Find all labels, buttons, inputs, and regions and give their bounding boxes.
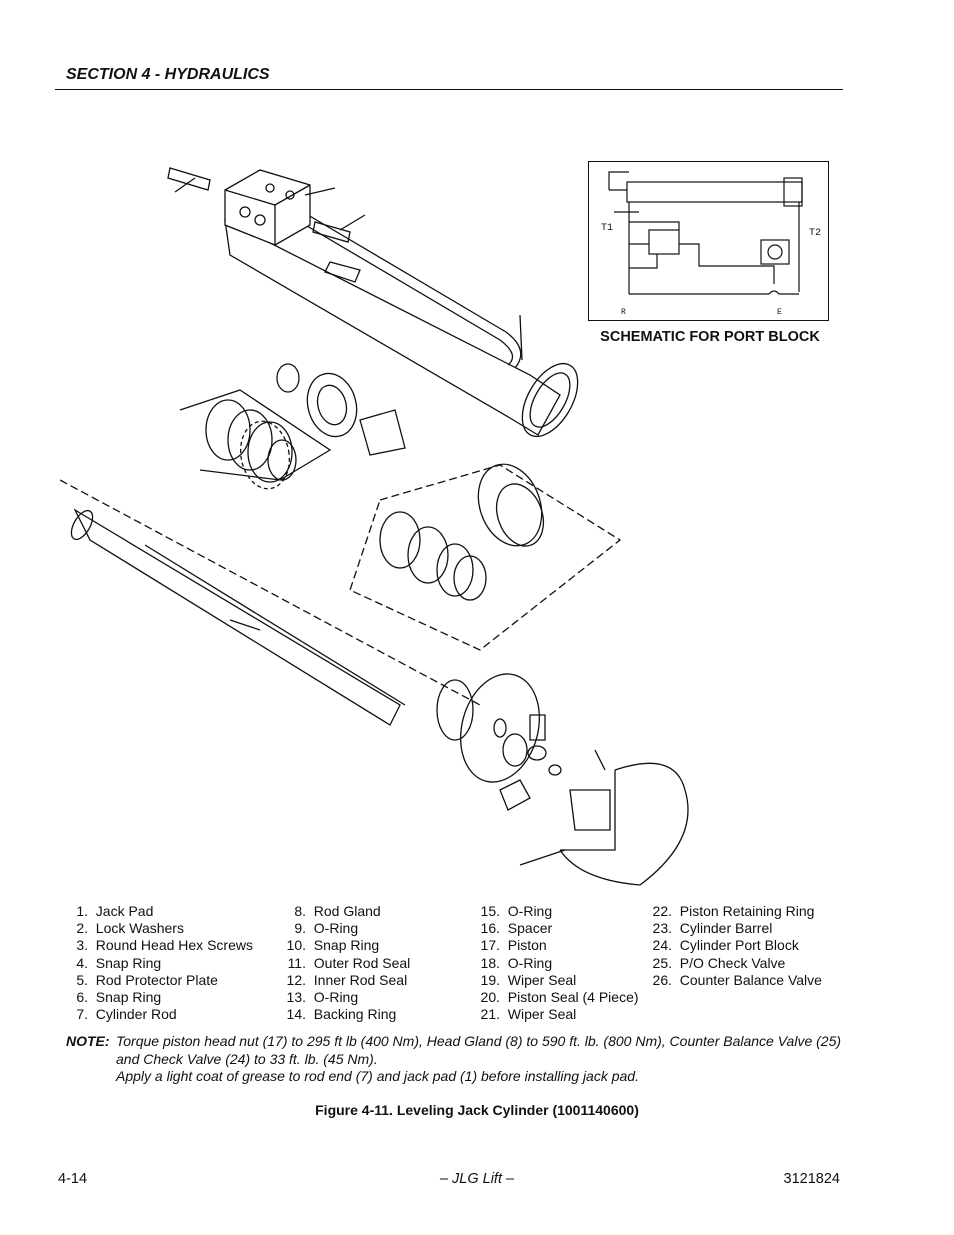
- parts-list-item: 10. Snap Ring: [286, 937, 380, 954]
- parts-list-item: 24. Cylinder Port Block: [652, 937, 799, 954]
- parts-list-item: 11. Outer Rod Seal: [287, 954, 411, 971]
- exploded-view-illustration: [60, 167, 689, 886]
- schematic-title: SCHEMATIC FOR PORT BLOCK: [600, 329, 820, 345]
- parts-list-item: 14. Backing Ring: [286, 1006, 397, 1023]
- parts-list-item: 21. Wiper Seal: [480, 1006, 577, 1023]
- parts-list-item: 20. Piston Seal (4 Piece): [480, 989, 639, 1006]
- parts-list-item: 17. Piston: [480, 937, 547, 954]
- note-line-2: Apply a light coat of grease to rod end …: [116, 1068, 639, 1084]
- schematic-label-r: R: [621, 308, 626, 317]
- cylinder-rod: [60, 479, 481, 726]
- schematic-label-t1: T1: [601, 223, 614, 234]
- note-label: NOTE:: [66, 1033, 110, 1049]
- jack-pad: [519, 749, 689, 886]
- schematic-box: T1 T2 R E: [588, 161, 829, 321]
- figure-caption: Figure 4-11. Leveling Jack Cylinder (100…: [315, 1102, 639, 1118]
- parts-list-item: 4. Snap Ring: [76, 954, 162, 971]
- port-block-schematic: [608, 171, 803, 295]
- parts-list-item: 6. Snap Ring: [76, 989, 162, 1006]
- page-number: 4-14: [58, 1171, 88, 1187]
- parts-list-item: 26. Counter Balance Valve: [652, 971, 822, 988]
- parts-list-item: 22. Piston Retaining Ring: [652, 903, 815, 919]
- section-header: SECTION 4 - HYDRAULICS: [66, 66, 270, 83]
- schematic-label-e: E: [777, 308, 782, 317]
- parts-column-1: 1. Jack Pad 2. Lock Washers 3. Round Hea…: [66, 903, 253, 1023]
- note-block: NOTE: Torque piston head nut (17) to 295…: [66, 1033, 846, 1086]
- parts-list-item: 19. Wiper Seal: [480, 971, 577, 988]
- gland-parts: [179, 363, 406, 490]
- parts-list-item: 8. Rod Gland: [294, 903, 381, 919]
- port-block: [167, 167, 366, 246]
- parts-list-item: 12. Inner Rod Seal: [286, 971, 408, 988]
- note-line-1: Torque piston head nut (17) to 295 ft lb…: [116, 1033, 842, 1067]
- parts-list-item: 1. Jack Pad: [76, 903, 154, 919]
- parts-list-item: 25. P/O Check Valve: [652, 954, 786, 971]
- document-number: 3121824: [783, 1171, 840, 1187]
- footer-brand: – JLG Lift –: [439, 1171, 515, 1187]
- piston-parts: [349, 463, 622, 651]
- parts-list-item: 23. Cylinder Barrel: [652, 920, 773, 937]
- parts-column-3: 15. O-Ring 16. Spacer 17. Piston 18. O-R…: [472, 903, 639, 1023]
- parts-list-item: 15. O-Ring: [480, 903, 553, 919]
- parts-column-4: 22. Piston Retaining Ring 23. Cylinder B…: [644, 903, 822, 989]
- parts-list-item: 9. O-Ring: [294, 920, 359, 937]
- parts-list-item: 5. Rod Protector Plate: [76, 971, 218, 988]
- parts-list-item: 3. Round Head Hex Screws: [76, 937, 253, 954]
- rod-protector-parts: [436, 673, 562, 811]
- parts-column-2: 8. Rod Gland 9. O-Ring 10. Snap Ring 11.…: [278, 903, 411, 1023]
- parts-list-item: 16. Spacer: [480, 920, 553, 937]
- schematic-label-t2: T2: [809, 228, 822, 239]
- parts-list-item: 2. Lock Washers: [76, 920, 184, 937]
- parts-list-item: 18. O-Ring: [480, 954, 553, 971]
- cylinder-barrel: [224, 201, 579, 437]
- parts-list-item: 7. Cylinder Rod: [76, 1006, 177, 1023]
- header-rule: [55, 89, 843, 90]
- parts-list-item: 13. O-Ring: [286, 989, 359, 1006]
